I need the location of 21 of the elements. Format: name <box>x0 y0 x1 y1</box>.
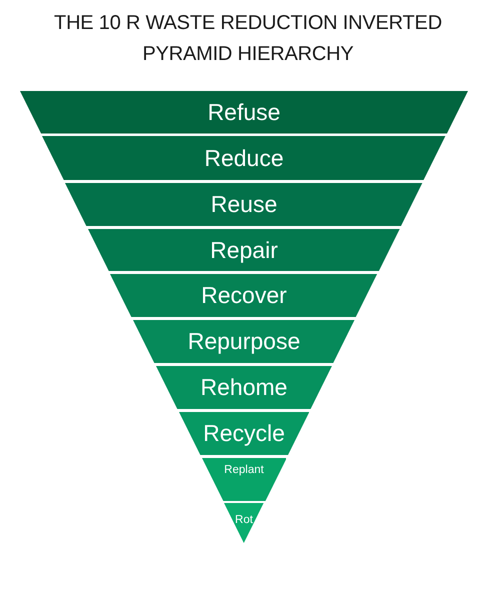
band-label: Repair <box>210 236 278 264</box>
band-label: Reduce <box>204 144 284 172</box>
pyramid-band <box>178 412 310 455</box>
pyramid-band <box>88 228 400 271</box>
pyramid-band <box>65 182 423 226</box>
band-label: Reuse <box>210 190 278 218</box>
pyramid-band <box>110 274 378 317</box>
band-label: Replant <box>224 463 264 478</box>
band-label: Rot <box>235 512 253 527</box>
band-label: Recycle <box>203 419 285 448</box>
pyramid-band <box>224 503 264 543</box>
band-label: Rehome <box>200 373 288 402</box>
pyramid-band <box>133 320 355 363</box>
pyramid-band <box>202 458 286 500</box>
title: THE 10 R WASTE REDUCTION INVERTED PYRAMID HIERARCHY <box>53 11 443 67</box>
pyramid-band <box>20 91 468 134</box>
band-label: Repurpose <box>188 327 300 356</box>
band-label: Recover <box>201 281 287 310</box>
pyramid-band <box>156 366 332 409</box>
band-label: Refuse <box>208 98 280 126</box>
pyramid-band <box>42 136 446 180</box>
